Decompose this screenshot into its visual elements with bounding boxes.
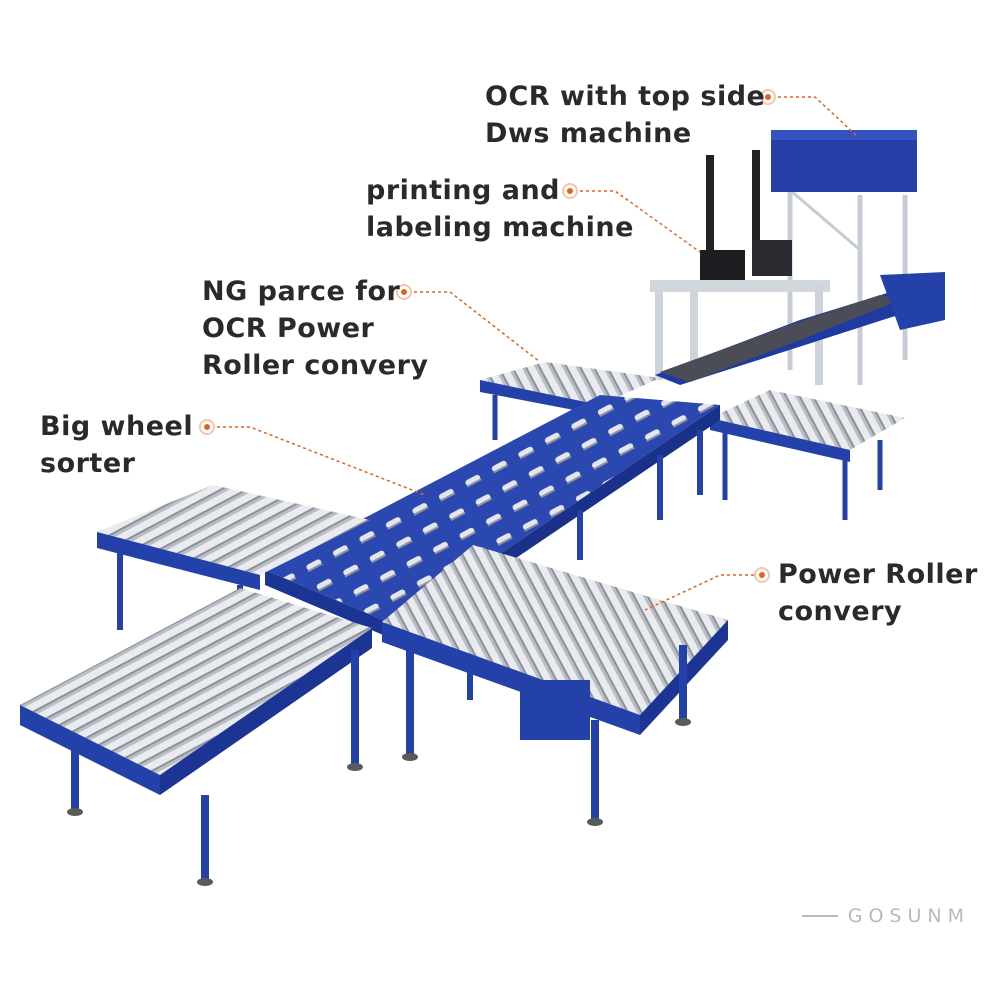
brand-watermark: GOSUNM: [801, 905, 970, 927]
label-roller: Power Roller convery: [778, 556, 978, 630]
leader-printing: [580, 190, 701, 253]
watermark-text: GOSUNM: [847, 905, 970, 927]
front-right-conveyor: [382, 545, 728, 826]
label-printing-line-2: labeling machine: [366, 212, 634, 243]
label-ng-parcel-line-3: Roller convery: [202, 350, 429, 381]
leader-lines: [217, 96, 859, 611]
leader-ocr-dws: [778, 96, 859, 138]
label-ocr-dws-line-1: OCR with top side: [485, 81, 766, 112]
label-ng-parcel-line-1: NG parce for: [202, 276, 401, 307]
label-ng-parcel-line-2: OCR Power: [202, 313, 375, 344]
label-ng-parcel: NG parce for OCR Power Roller convery: [202, 273, 428, 384]
label-roller-line-1: Power Roller: [778, 559, 978, 590]
marker-dot-sorter: [199, 419, 215, 435]
label-sorter-line-1: Big wheel: [40, 411, 194, 442]
label-ocr-dws: OCR with top side Dws machine: [485, 78, 765, 152]
marker-dot-ocr-dws: [760, 89, 776, 105]
leader-ng-parcel: [414, 291, 541, 363]
label-printing: printing and labeling machine: [366, 172, 634, 246]
label-printing-line-1: printing and: [366, 175, 560, 206]
label-ocr-dws-line-2: Dws machine: [485, 118, 692, 149]
label-roller-line-2: convery: [778, 596, 903, 627]
right-branch-conveyor: [710, 390, 905, 520]
watermark-dash: [801, 915, 838, 917]
dws-machine: [771, 130, 917, 385]
label-sorter-line-2: sorter: [40, 448, 136, 479]
marker-dot-ng-parcel: [396, 284, 412, 300]
leader-sorter: [217, 426, 426, 496]
leader-roller: [644, 574, 760, 611]
label-sorter: Big wheel sorter: [40, 408, 193, 482]
marker-dot-roller: [754, 567, 770, 583]
marker-dot-printing: [562, 183, 578, 199]
main-conveyor: [655, 272, 945, 385]
front-left-conveyor: [20, 588, 372, 886]
